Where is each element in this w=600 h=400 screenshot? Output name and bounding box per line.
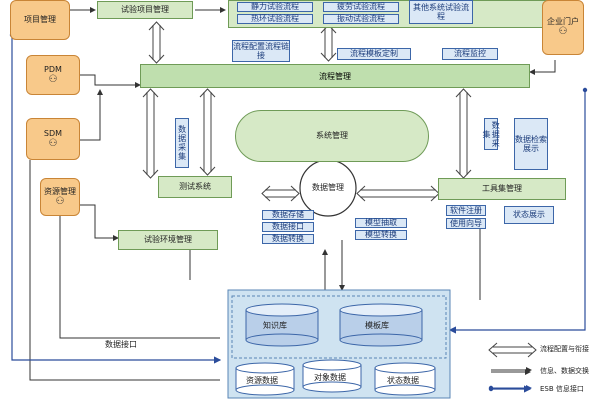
flow-monitor-node: 流程监控	[442, 48, 498, 60]
model-convert-node: 模型转换	[355, 230, 407, 240]
sdm-people-icon: ⚇	[48, 137, 58, 149]
pdm-node: PDM ⚇	[26, 55, 80, 95]
sdm-node: SDM ⚇	[26, 118, 80, 160]
data-collect-node: 数据采集	[175, 118, 189, 168]
tool-mgmt-node: 工具集管理	[438, 178, 566, 200]
resource-data-label: 资源数据	[246, 376, 278, 385]
info-lines	[29, 7, 556, 381]
knowledge-base-label: 知识库	[263, 321, 287, 330]
vibration-flow-node: 振动试验流程	[323, 14, 399, 24]
fatigue-flow-node: 疲劳试验流程	[323, 2, 399, 12]
pdm-people-icon: ⚇	[48, 73, 58, 85]
cylinders	[235, 303, 436, 396]
model-extract-node: 模型抽取	[355, 218, 407, 228]
flow-config-node: 流程配置流程链接	[232, 40, 290, 62]
system-mgmt-node: 系统管理	[235, 110, 429, 162]
enterprise-portal-node: 企业门户 ⚇	[542, 0, 584, 55]
usage-guide-node: 使用向导	[446, 218, 486, 229]
portal-people-icon: ⚇	[558, 26, 568, 38]
resource-people-icon: ⚇	[55, 195, 65, 207]
status-display-node: 状态展示	[504, 206, 554, 224]
thermal-flow-node: 热环试验流程	[237, 14, 313, 24]
data-convert-node: 数据转换	[262, 234, 314, 244]
test-system-node: 测试系统	[158, 176, 232, 198]
other-flow-node: 其他系统试验流程	[409, 0, 473, 24]
template-base-label: 模板库	[365, 321, 389, 330]
data-mgmt-node: 数据管理	[312, 183, 344, 193]
data-search-node: 数据检索展示	[514, 118, 548, 170]
flow-template-node: 流程模板定制	[337, 48, 411, 60]
double-arrows	[142, 21, 472, 202]
static-flow-node: 静力试验流程	[237, 2, 313, 12]
legend-flow-config: 流程配置与衔接	[540, 345, 589, 353]
data-collect-right-node: 数据采集	[482, 118, 500, 150]
data-store-node: 数据存储	[262, 210, 314, 220]
flow-mgmt-bar: 流程管理	[140, 64, 530, 88]
legend-info-exchange: 信息、数据交换	[540, 367, 589, 375]
software-reg-node: 软件注册	[446, 205, 486, 216]
env-mgmt-node: 试验环境管理	[118, 230, 218, 250]
esb-lines	[11, 35, 586, 393]
resource-mgmt-node: 资源管理 ⚇	[40, 178, 80, 216]
repository-inner-frame	[231, 295, 447, 359]
test-project-mgmt-node: 试验项目管理	[97, 1, 193, 19]
status-data-label: 状态数据	[387, 376, 419, 385]
legend-esb: ESB 信息接口	[540, 385, 584, 393]
project-mgmt-node: 项目管理	[10, 0, 70, 40]
data-interface-line-label: 数据接口	[105, 340, 137, 349]
object-data-label: 对象数据	[314, 373, 346, 382]
data-interface-node: 数据接口	[262, 222, 314, 232]
